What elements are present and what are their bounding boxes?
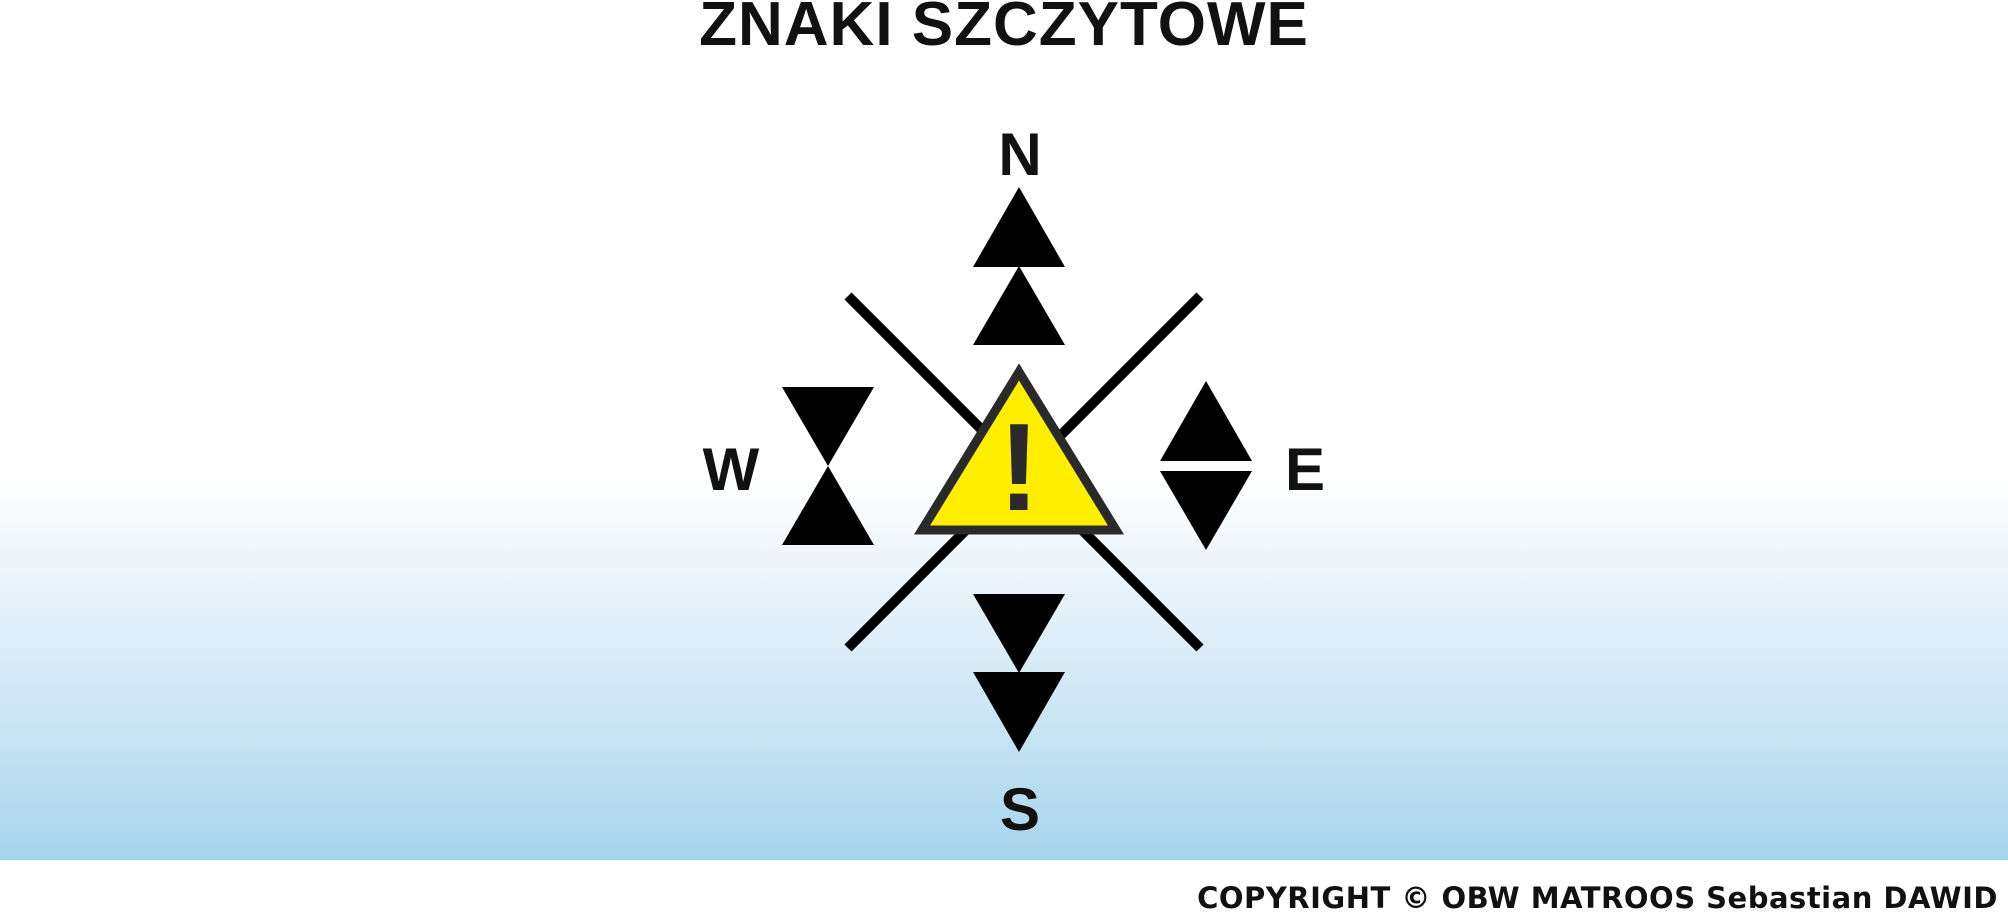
north-lower-cone-icon: [973, 266, 1065, 345]
warning-triangle-icon: [913, 363, 1125, 535]
east-topmark: [1160, 381, 1252, 550]
copyright-notice: COPYRIGHT © OBW MATROOS Sebastian DAWID: [1197, 881, 1998, 915]
page-title: ZNAKI SZCZYTOWE: [699, 0, 1309, 59]
direction-label-south: S: [1000, 776, 1040, 843]
west-lower-cone-icon: [782, 466, 874, 545]
north-upper-cone-icon: [973, 187, 1065, 267]
south-upper-cone-icon: [973, 594, 1065, 673]
west-topmark: [782, 387, 874, 545]
warning-exclamation: !: [998, 399, 1039, 537]
direction-label-north: N: [998, 121, 1041, 188]
east-upper-cone-icon: [1160, 381, 1252, 461]
direction-label-west: W: [703, 436, 760, 503]
north-topmark: [973, 187, 1065, 345]
south-lower-cone-icon: [973, 672, 1065, 752]
direction-label-east: E: [1285, 436, 1325, 503]
south-topmark: [973, 594, 1065, 752]
east-lower-cone-icon: [1160, 471, 1252, 550]
west-upper-cone-icon: [782, 387, 874, 466]
center-warning-sign: !: [913, 363, 1125, 537]
